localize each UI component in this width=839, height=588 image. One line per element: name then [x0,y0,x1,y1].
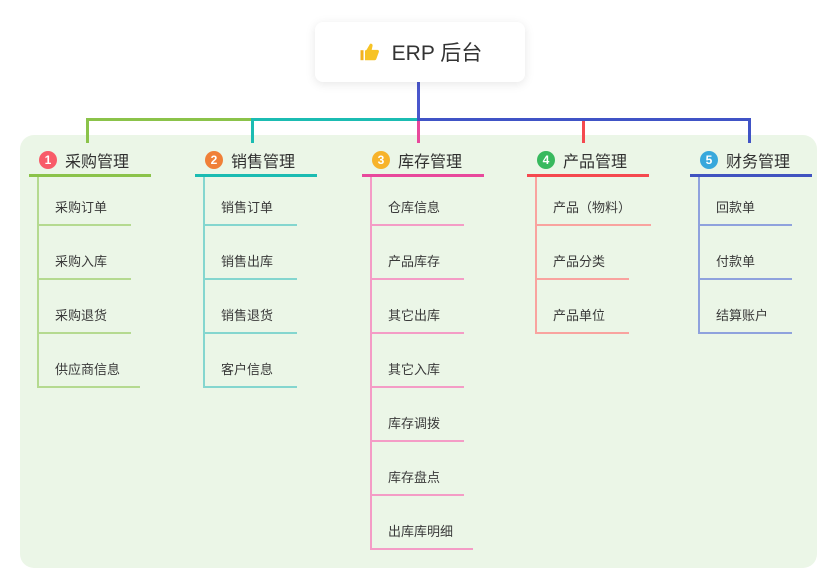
branch-node-inventory[interactable]: 3 库存管理 [362,145,484,177]
child-topic-label: 付款单 [716,254,756,269]
branch-children-finance: 回款单回款单付款单付款单结算账户结算账户 [698,177,812,334]
bus-line-purchase [86,118,253,121]
branch-label: 销售管理 [231,153,296,171]
child-topic-node[interactable]: 产品库存产品库存 [372,226,464,280]
drop-line-sales [251,121,254,143]
child-topic-label: 客户信息 [221,362,274,377]
child-topic-node[interactable]: 其它入库其它入库 [372,334,464,388]
child-topic-label: 回款单 [716,200,756,215]
child-topic-node[interactable]: 产品（物料）产品（物料） [537,177,652,226]
root-connector-line [417,82,420,121]
number-badge: 2 [205,150,223,169]
child-topic-node[interactable]: 结算账户结算账户 [700,280,792,334]
child-topic-node[interactable]: 供应商信息供应商信息 [39,334,141,388]
child-topic-label: 销售订单 [221,200,274,215]
bus-line-sales [251,118,419,121]
number-badge: 4 [537,150,555,169]
branch-label: 产品管理 [563,153,628,171]
branch-node-product[interactable]: 4 产品管理 [527,145,649,177]
branch-children-product: 产品（物料）产品（物料）产品分类产品分类产品单位产品单位 [535,177,652,334]
child-topic-node[interactable]: 付款单付款单 [700,226,792,280]
child-topic-node[interactable]: 采购退货采购退货 [39,280,131,334]
branch-node-purchase[interactable]: 1 采购管理 [29,145,151,177]
branch-finance: 5 财务管理 回款单回款单付款单付款单结算账户结算账户 [690,145,812,334]
child-topic-node[interactable]: 采购订单采购订单 [39,177,131,226]
drop-line-product [582,121,585,143]
child-topic-node[interactable]: 出库库明细出库库明细 [372,496,474,550]
child-topic-label: 结算账户 [716,308,769,323]
branch-children-inventory: 仓库信息仓库信息产品库存产品库存其它出库其它出库其它入库其它入库库存调拨库存调拨… [370,177,484,550]
child-topic-label: 产品分类 [553,254,606,269]
root-title: ERP 后台 [391,42,483,65]
child-topic-node[interactable]: 其它出库其它出库 [372,280,464,334]
child-topic-label: 产品（物料） [553,200,632,215]
child-topic-label: 采购退货 [55,308,108,323]
child-topic-label: 库存调拨 [388,416,441,431]
branch-children-purchase: 采购订单采购订单采购入库采购入库采购退货采购退货供应商信息供应商信息 [37,177,151,388]
number-badge: 1 [39,150,57,169]
child-topic-label: 采购入库 [55,254,108,269]
child-topic-node[interactable]: 销售订单销售订单 [205,177,297,226]
branch-label: 财务管理 [726,153,791,171]
child-topic-label: 销售退货 [221,308,274,323]
child-topic-node[interactable]: 产品分类产品分类 [537,226,629,280]
branch-purchase: 1 采购管理 采购订单采购订单采购入库采购入库采购退货采购退货供应商信息供应商信… [29,145,151,388]
child-topic-label: 仓库信息 [388,200,441,215]
child-topic-label: 出库库明细 [388,524,454,539]
child-topic-label: 其它出库 [388,308,441,323]
child-topic-node[interactable]: 库存调拨库存调拨 [372,388,464,442]
child-topic-node[interactable]: 库存盘点库存盘点 [372,442,464,496]
child-topic-label: 销售出库 [221,254,274,269]
bus-line-right [417,118,751,121]
child-topic-label: 产品库存 [388,254,441,269]
child-topic-label: 其它入库 [388,362,441,377]
drop-line-inventory [417,121,420,143]
child-topic-node[interactable]: 销售出库销售出库 [205,226,297,280]
branch-product: 4 产品管理 产品（物料）产品（物料）产品分类产品分类产品单位产品单位 [527,145,652,334]
branch-inventory: 3 库存管理 仓库信息仓库信息产品库存产品库存其它出库其它出库其它入库其它入库库… [362,145,484,550]
child-topic-node[interactable]: 客户信息客户信息 [205,334,297,388]
number-badge: 3 [372,150,390,169]
branch-children-sales: 销售订单销售订单销售出库销售出库销售退货销售退货客户信息客户信息 [203,177,317,388]
drop-line-finance [748,121,751,143]
branch-label: 采购管理 [65,153,130,171]
child-topic-label: 供应商信息 [55,362,121,377]
branch-node-finance[interactable]: 5 财务管理 [690,145,812,177]
branch-sales: 2 销售管理 销售订单销售订单销售出库销售出库销售退货销售退货客户信息客户信息 [195,145,317,388]
child-topic-label: 采购订单 [55,200,108,215]
child-topic-node[interactable]: 回款单回款单 [700,177,792,226]
child-topic-node[interactable]: 销售退货销售退货 [205,280,297,334]
number-badge: 5 [700,150,718,169]
child-topic-label: 库存盘点 [388,470,441,485]
thumbs-up-icon [358,40,382,64]
child-topic-node[interactable]: 仓库信息仓库信息 [372,177,464,226]
child-topic-node[interactable]: 产品单位产品单位 [537,280,629,334]
branch-node-sales[interactable]: 2 销售管理 [195,145,317,177]
drop-line-purchase [86,121,89,143]
child-topic-label: 产品单位 [553,308,606,323]
branch-label: 库存管理 [398,153,463,171]
child-topic-node[interactable]: 采购入库采购入库 [39,226,131,280]
root-node[interactable]: ERP 后台 [315,22,525,82]
